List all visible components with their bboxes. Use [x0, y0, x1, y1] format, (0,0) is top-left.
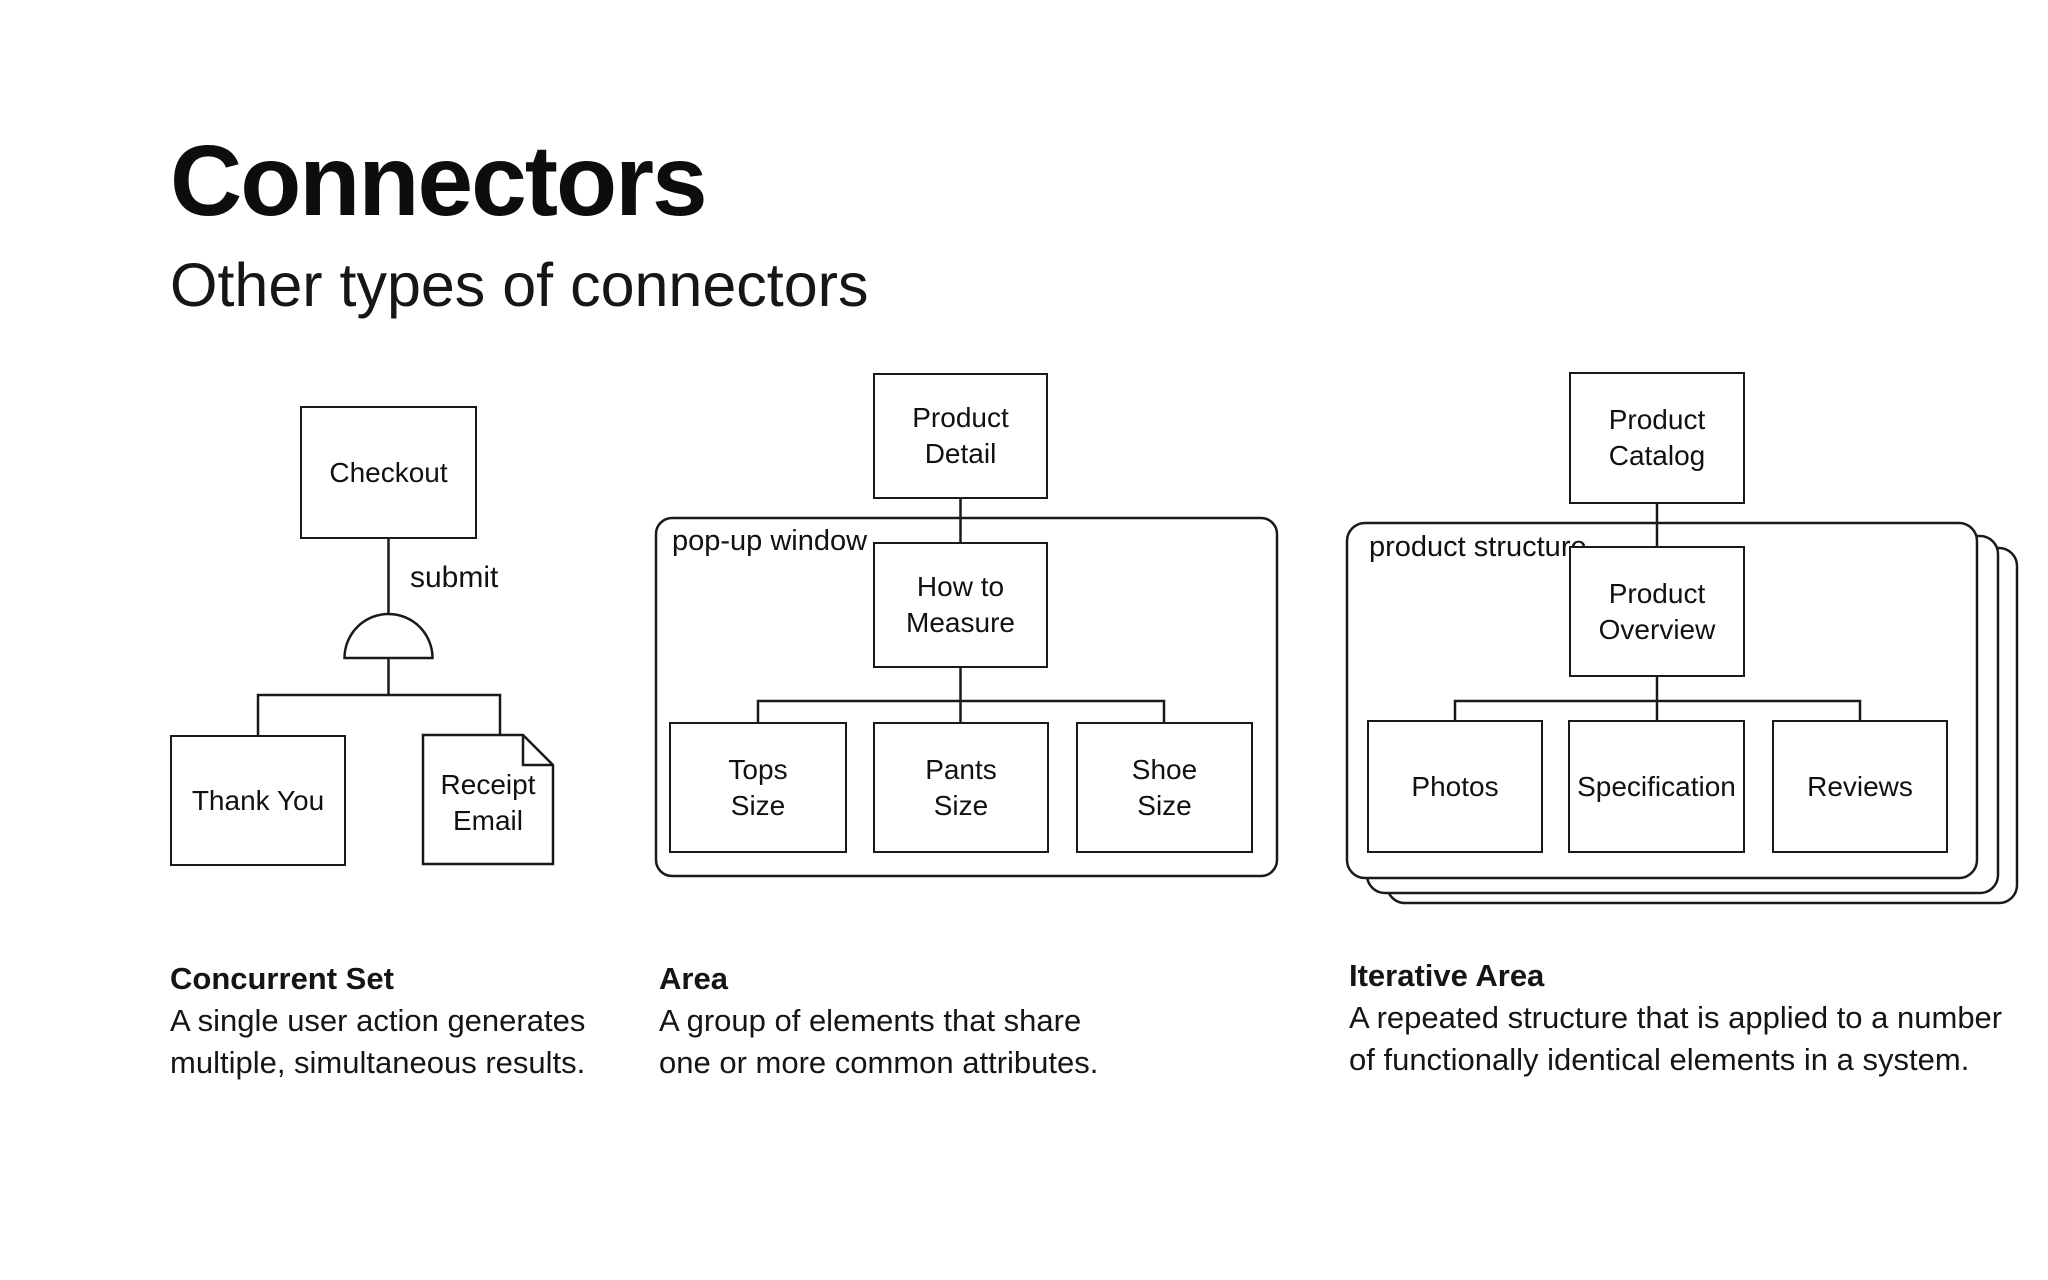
node-receipt-email: Receipt Email	[440, 768, 536, 836]
node-photos: Photos	[1367, 720, 1543, 853]
caption-concurrent-set: Concurrent Set A single user action gene…	[170, 958, 585, 1084]
iterative-branch-bus	[1453, 699, 1862, 721]
concurrent-dome-shape	[343, 612, 434, 660]
node-shoe-size: Shoe Size	[1076, 722, 1253, 853]
receipt-document-fold	[521, 735, 553, 767]
caption-title: Concurrent Set	[170, 961, 394, 996]
page-title: Connectors	[170, 125, 708, 237]
product-structure-label: product structure	[1369, 531, 1587, 563]
node-how-to-measure: How to Measure	[873, 542, 1048, 668]
caption-title: Iterative Area	[1349, 958, 1545, 993]
edge-label-submit: submit	[410, 561, 499, 594]
receipt-document-shape	[421, 733, 555, 866]
caption-line: A group of elements that share	[659, 1003, 1082, 1038]
page-subtitle: Other types of connectors	[170, 251, 869, 319]
caption-iterative-area: Iterative Area A repeated structure that…	[1349, 955, 2002, 1081]
caption-line: one or more common attributes.	[659, 1045, 1099, 1080]
node-product-detail: Product Detail	[873, 373, 1048, 499]
concurrent-branch-bus	[256, 693, 502, 736]
caption-title: Area	[659, 961, 728, 996]
node-reviews: Reviews	[1772, 720, 1948, 853]
node-checkout: Checkout	[300, 406, 477, 539]
node-pants-size: Pants Size	[873, 722, 1049, 853]
popup-window-label: pop-up window	[672, 525, 868, 557]
caption-line: of functionally identical elements in a …	[1349, 1042, 1970, 1077]
node-product-catalog: Product Catalog	[1569, 372, 1745, 504]
caption-area: Area A group of elements that share one …	[659, 958, 1098, 1084]
caption-line: multiple, simultaneous results.	[170, 1045, 586, 1080]
node-tops-size: Tops Size	[669, 722, 847, 853]
caption-line: A repeated structure that is applied to …	[1349, 1000, 2003, 1035]
area-branch-bus	[756, 699, 1166, 723]
node-thank-you: Thank You	[170, 735, 346, 866]
node-specification: Specification	[1568, 720, 1745, 853]
node-product-overview: Product Overview	[1569, 546, 1745, 677]
caption-line: A single user action generates	[170, 1003, 586, 1038]
